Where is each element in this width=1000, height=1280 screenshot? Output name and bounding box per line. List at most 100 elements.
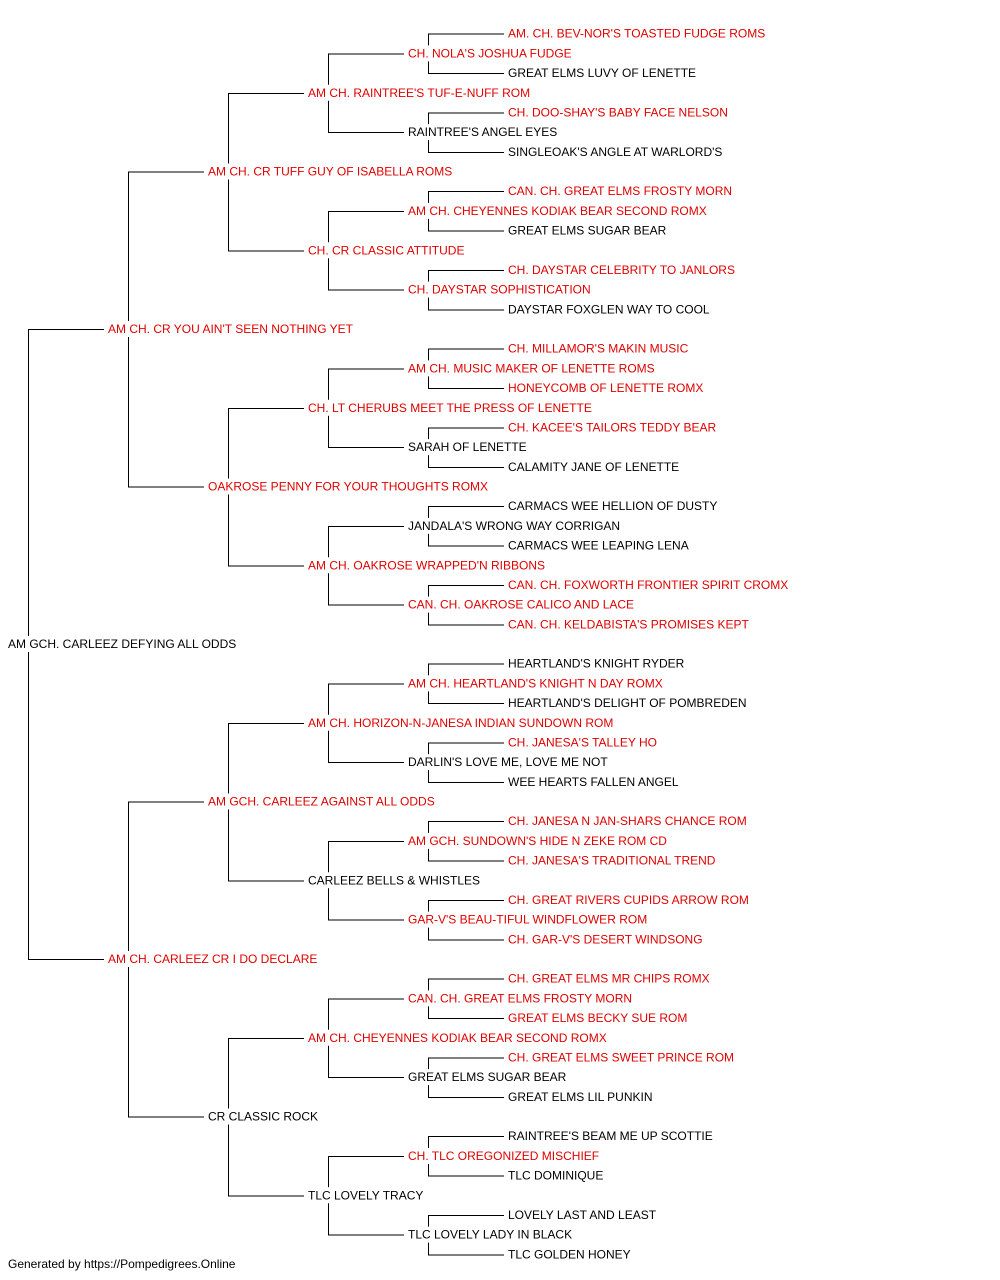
label-backing (506, 616, 752, 633)
pedigree-node-root-dam-dam-sire: AM CH. CHEYENNES KODIAK BEAR SECOND ROMX (308, 1031, 607, 1045)
label-backing (306, 1029, 609, 1046)
pedigree-node-root-dam-sire-sire-dam-sire: CH. JANESA'S TALLEY HO (508, 735, 657, 749)
label-backing (106, 321, 356, 337)
pedigree-node-root-sire: AM CH. CR YOU AIN'T SEEN NOTHING YET (108, 322, 354, 336)
label-backing (406, 911, 650, 928)
pedigree-node-root-sire-dam-dam-dam-sire: CAN. CH. FOXWORTH FRONTIER SPIRIT CROMX (508, 578, 788, 592)
pedigree-node-root-dam-sire-sire-dam: DARLIN'S LOVE ME, LOVE ME NOT (408, 755, 608, 769)
label-backing (406, 990, 635, 1007)
label-backing (406, 124, 560, 141)
pedigree-node-root-sire-sire-sire-sire-sire: AM. CH. BEV-NOR'S TOASTED FUDGE ROMS (508, 27, 765, 41)
label-backing (506, 813, 749, 830)
pedigree-node-root-sire-dam-sire-sire: AM CH. MUSIC MAKER OF LENETTE ROMS (408, 361, 655, 375)
pedigree-node-root-sire-dam-dam-dam: CAN. CH. OAKROSE CALICO AND LACE (408, 598, 634, 612)
pedigree-node-root-sire-sire-dam-dam-sire: CH. DAYSTAR CELEBRITY TO JANLORS (508, 263, 735, 277)
label-backing (406, 1147, 602, 1164)
label-backing (406, 45, 574, 62)
pedigree-node-root-sire-sire-sire-dam-dam: SINGLEOAK'S ANGLE AT WARLORD'S (508, 145, 722, 159)
pedigree-node-root-dam-dam-dam-dam: TLC LOVELY LADY IN BLACK (408, 1228, 572, 1242)
label-backing (406, 281, 593, 298)
label-backing (506, 655, 687, 672)
pedigree-node-root-dam-sire-sire-dam-dam: WEE HEARTS FALLEN ANGEL (508, 775, 679, 789)
label-backing (406, 596, 637, 613)
pedigree-node-root-sire-dam-dam-sire-dam: CARMACS WEE LEAPING LENA (508, 539, 689, 553)
pedigree-labels: AM GCH. CARLEEZ DEFYING ALL ODDS AM CH. C… (6, 25, 791, 1263)
pedigree-node-root-dam-dam-dam-sire-sire: RAINTREE'S BEAM ME UP SCOTTIE (508, 1129, 713, 1143)
label-backing (506, 380, 706, 397)
label-backing (306, 84, 533, 101)
pedigree-node-root-sire-sire-dam-dam-dam: DAYSTAR FOXGLEN WAY TO COOL (508, 302, 710, 316)
label-backing (506, 773, 681, 790)
pedigree-node-root-dam-sire-sire-sire: AM CH. HEARTLAND'S KNIGHT N DAY ROMX (408, 676, 663, 690)
label-backing (306, 399, 594, 416)
label-backing (506, 970, 712, 987)
label-backing (506, 1010, 690, 1027)
label-backing (506, 1049, 737, 1066)
label-backing (306, 1187, 426, 1204)
pedigree-node-root-sire-sire-sire-sire-dam: GREAT ELMS LUVY OF LENETTE (508, 66, 696, 80)
pedigree-node-root-sire-sire-sire: AM CH. RAINTREE'S TUF-E-NUFF ROM (308, 86, 530, 100)
label-backing (406, 439, 529, 456)
label-backing (506, 1246, 633, 1263)
label-backing (6, 636, 239, 652)
label-backing (506, 183, 735, 200)
label-backing (506, 261, 737, 278)
label-backing (406, 360, 657, 377)
label-backing (406, 675, 665, 692)
label-backing (506, 537, 691, 554)
label-backing (506, 65, 699, 82)
pedigree-node-root: AM GCH. CARLEEZ DEFYING ALL ODDS (8, 637, 236, 651)
label-backing (506, 498, 720, 515)
pedigree-node-root-sire-dam-sire-dam-sire: CH. KACEE'S TAILORS TEDDY BEAR (508, 420, 716, 434)
label-backing (506, 1128, 715, 1145)
label-backing (406, 202, 709, 219)
pedigree-node-root-sire-sire-sire-dam: RAINTREE'S ANGEL EYES (408, 125, 557, 139)
pedigree-node-root-dam-dam-sire-dam-sire: CH. GREAT ELMS SWEET PRINCE ROM (508, 1050, 734, 1064)
pedigree-node-root-dam: AM CH. CARLEEZ CR I DO DECLARE (108, 952, 317, 966)
label-backing (206, 163, 455, 180)
pedigree-node-root-dam-dam-dam-dam-dam: TLC GOLDEN HONEY (508, 1247, 631, 1261)
pedigree-node-root-sire-dam-sire-sire-dam: HONEYCOMB OF LENETTE ROMX (508, 381, 703, 395)
pedigree-node-root-sire-sire: AM CH. CR TUFF GUY OF ISABELLA ROMS (208, 165, 452, 179)
pedigree-node-root-dam-sire-dam-sire: AM GCH. SUNDOWN'S HIDE N ZEKE ROM CD (408, 834, 667, 848)
label-backing (506, 25, 768, 42)
pedigree-node-root-dam-sire-dam-sire-dam: CH. JANESA'S TRADITIONAL TREND (508, 854, 716, 868)
label-backing (406, 832, 670, 849)
label-backing (506, 143, 725, 160)
generated-by-footer: Generated by https://Pompedigrees.Online (8, 1257, 236, 1271)
pedigree-node-root-sire-dam-dam-sire: JANDALA'S WRONG WAY CORRIGAN (408, 519, 620, 533)
pedigree-node-root-sire-dam-sire-dam-dam: CALAMITY JANE OF LENETTE (508, 460, 679, 474)
pedigree-node-root-dam-dam-dam-sire-dam: TLC DOMINIQUE (508, 1169, 603, 1183)
pedigree-node-root-sire-dam-dam-dam-dam: CAN. CH. KELDABISTA'S PROMISES KEPT (508, 617, 749, 631)
pedigree-node-root-sire-sire-dam-sire: AM CH. CHEYENNES KODIAK BEAR SECOND ROMX (408, 204, 707, 218)
pedigree-node-root-dam-sire-dam-dam-sire: CH. GREAT RIVERS CUPIDS ARROW ROM (508, 893, 749, 907)
pedigree-node-root-sire-dam-sire: CH. LT CHERUBS MEET THE PRESS OF LENETTE (308, 401, 592, 415)
pedigree-node-root-dam-dam-sire-sire-dam: GREAT ELMS BECKY SUE ROM (508, 1011, 687, 1025)
pedigree-node-root-sire-sire-sire-sire: CH. NOLA'S JOSHUA FUDGE (408, 46, 572, 60)
label-backing (406, 1226, 575, 1243)
label-backing (506, 891, 751, 908)
label-backing (506, 695, 749, 712)
label-backing (506, 419, 719, 436)
label-backing (506, 1088, 655, 1105)
label-backing (306, 557, 547, 574)
pedigree-node-root-dam-dam-sire-dam: GREAT ELMS SUGAR BEAR (408, 1070, 567, 1084)
label-backing (106, 951, 320, 967)
pedigree-node-root-dam-sire-sire-sire-dam: HEARTLAND'S DELIGHT OF POMBREDEN (508, 696, 747, 710)
pedigree-node-root-sire-sire-dam: CH. CR CLASSIC ATTITUDE (308, 243, 464, 257)
label-backing (506, 852, 718, 869)
pedigree-node-root-dam-dam-sire-dam-dam: GREAT ELMS LIL PUNKIN (508, 1090, 653, 1104)
label-backing (506, 222, 669, 239)
pedigree-node-root-dam-sire-dam-dam: GAR-V'S BEAU-TIFUL WINDFLOWER ROM (408, 913, 647, 927)
pedigree-node-root-dam-dam-sire-sire: CAN. CH. GREAT ELMS FROSTY MORN (408, 991, 632, 1005)
pedigree-node-root-dam-dam-dam: TLC LOVELY TRACY (308, 1188, 423, 1202)
label-backing (206, 478, 491, 495)
pedigree-node-root-dam-sire-dam: CARLEEZ BELLS & WHISTLES (308, 873, 480, 887)
label-backing (506, 734, 660, 751)
pedigree-node-root-dam-dam: CR CLASSIC ROCK (208, 1110, 318, 1124)
label-backing (406, 517, 623, 534)
pedigree-node-root-sire-sire-dam-sire-sire: CAN. CH. GREAT ELMS FROSTY MORN (508, 184, 732, 198)
pedigree-node-root-dam-sire-dam-sire-sire: CH. JANESA N JAN-SHARS CHANCE ROM (508, 814, 747, 828)
label-backing (406, 1069, 569, 1086)
